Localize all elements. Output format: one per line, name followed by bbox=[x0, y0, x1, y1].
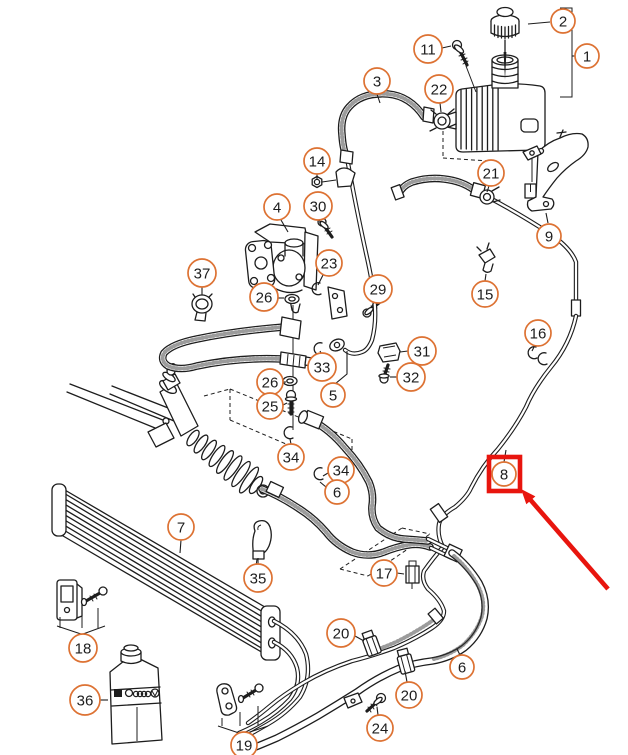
callout-number-19: 19 bbox=[236, 738, 253, 755]
callout-number-22: 22 bbox=[431, 82, 448, 99]
callout-number-8: 8 bbox=[500, 467, 508, 484]
callout-37[interactable]: 37 bbox=[187, 258, 217, 295]
callout-9[interactable]: 9 bbox=[536, 212, 562, 249]
callout-number-6b: 6 bbox=[458, 660, 466, 677]
callout-6b[interactable]: 6 bbox=[449, 648, 475, 680]
callout-34a[interactable]: 34 bbox=[277, 438, 305, 471]
callout-number-20b: 20 bbox=[401, 688, 418, 705]
callout-1[interactable]: 1 bbox=[572, 43, 600, 69]
callout-24[interactable]: 24 bbox=[366, 706, 394, 742]
callout-number-7: 7 bbox=[177, 520, 185, 537]
callout-20a[interactable]: 20 bbox=[326, 618, 365, 648]
callout-number-3: 3 bbox=[373, 74, 381, 91]
callout-number-2: 2 bbox=[559, 14, 567, 31]
bracket-19-art bbox=[216, 683, 269, 735]
bracket-9-art bbox=[522, 129, 589, 212]
callout-29[interactable]: 29 bbox=[363, 274, 393, 309]
callout-31[interactable]: 31 bbox=[399, 336, 437, 366]
bracket-18-art bbox=[56, 579, 108, 635]
callout-number-30: 30 bbox=[310, 199, 327, 216]
callout-number-25: 25 bbox=[262, 399, 279, 416]
callout-2[interactable]: 2 bbox=[527, 8, 576, 34]
callout-number-9: 9 bbox=[545, 229, 553, 246]
callout-14[interactable]: 14 bbox=[303, 147, 331, 179]
callout-number-36: 36 bbox=[77, 693, 94, 710]
callout-3[interactable]: 3 bbox=[363, 67, 391, 104]
callout-number-5: 5 bbox=[329, 388, 337, 405]
callout-number-37: 37 bbox=[194, 266, 211, 283]
cable-tie-35-art bbox=[252, 519, 272, 567]
return-hose-21-art bbox=[390, 178, 501, 205]
oil-cooler-art bbox=[51, 483, 281, 661]
callout-number-4: 4 bbox=[273, 200, 281, 217]
callout-number-26b: 26 bbox=[262, 375, 279, 392]
callout-number-32: 32 bbox=[403, 370, 420, 387]
callout-number-24: 24 bbox=[372, 721, 389, 738]
suction-hose-3-art bbox=[311, 94, 435, 354]
callout-7[interactable]: 7 bbox=[167, 513, 195, 554]
callout-4[interactable]: 4 bbox=[263, 193, 291, 233]
callout-6a[interactable]: 6 bbox=[319, 479, 350, 505]
callout-number-26a: 26 bbox=[256, 290, 273, 307]
callout-number-17: 17 bbox=[376, 566, 393, 583]
bolt-32-art bbox=[378, 363, 391, 384]
callout-33[interactable]: 33 bbox=[307, 350, 337, 382]
callout-number-31: 31 bbox=[414, 344, 431, 361]
callout-36[interactable]: 36 bbox=[69, 684, 108, 716]
callout-22[interactable]: 22 bbox=[424, 74, 454, 113]
callout-number-33: 33 bbox=[314, 360, 331, 377]
callout-number-20a: 20 bbox=[333, 626, 350, 643]
callout-35[interactable]: 35 bbox=[243, 558, 273, 593]
callout-19[interactable]: 19 bbox=[230, 731, 258, 755]
clip-31-art bbox=[377, 342, 401, 363]
callout-5[interactable]: 5 bbox=[320, 351, 348, 408]
return-pipe-8-art bbox=[248, 196, 582, 723]
callout-number-18: 18 bbox=[75, 641, 92, 658]
clip-17-art bbox=[405, 560, 420, 589]
callout-17[interactable]: 17 bbox=[370, 559, 405, 587]
callout-number-23: 23 bbox=[321, 256, 338, 273]
callout-20b[interactable]: 20 bbox=[395, 670, 423, 709]
callout-23[interactable]: 23 bbox=[315, 249, 343, 286]
callout-number-15: 15 bbox=[477, 287, 494, 304]
callout-number-1: 1 bbox=[583, 49, 591, 66]
highlight-arrow-head bbox=[521, 489, 536, 505]
callout-21[interactable]: 21 bbox=[477, 159, 505, 193]
callout-number-16: 16 bbox=[530, 326, 547, 343]
reservoir-art bbox=[429, 6, 573, 153]
callout-32[interactable]: 32 bbox=[390, 362, 426, 392]
callout-number-34b: 34 bbox=[333, 463, 350, 480]
clip-15-art bbox=[476, 242, 496, 273]
callout-number-6a: 6 bbox=[333, 485, 341, 502]
callout-15[interactable]: 15 bbox=[471, 273, 499, 308]
pressure-return-hoses-art bbox=[253, 409, 485, 748]
callout-11[interactable]: 11 bbox=[413, 34, 452, 64]
callout-30[interactable]: 30 bbox=[303, 191, 333, 224]
callout-number-21: 21 bbox=[483, 166, 500, 183]
callout-26a[interactable]: 26 bbox=[249, 282, 284, 312]
callout-18[interactable]: 18 bbox=[68, 633, 98, 663]
fluid-bottle-36-art bbox=[109, 644, 163, 745]
callout-16[interactable]: 16 bbox=[524, 319, 552, 352]
callout-34b[interactable]: 34 bbox=[322, 456, 355, 484]
clip-16-art bbox=[527, 346, 548, 366]
callout-26b[interactable]: 26 bbox=[256, 368, 286, 396]
callout-number-14: 14 bbox=[309, 154, 326, 171]
callout-25[interactable]: 25 bbox=[256, 392, 288, 420]
clamp-37-art bbox=[191, 293, 213, 322]
callout-number-34a: 34 bbox=[283, 450, 300, 467]
steering-rack-art bbox=[66, 363, 270, 498]
callout-number-35: 35 bbox=[250, 571, 267, 588]
highlight-box bbox=[486, 454, 523, 494]
callout-number-11: 11 bbox=[420, 42, 436, 59]
pump-assembly-art bbox=[163, 217, 382, 440]
highlight-arrow-line bbox=[525, 494, 610, 591]
callout-number-29: 29 bbox=[370, 282, 387, 299]
